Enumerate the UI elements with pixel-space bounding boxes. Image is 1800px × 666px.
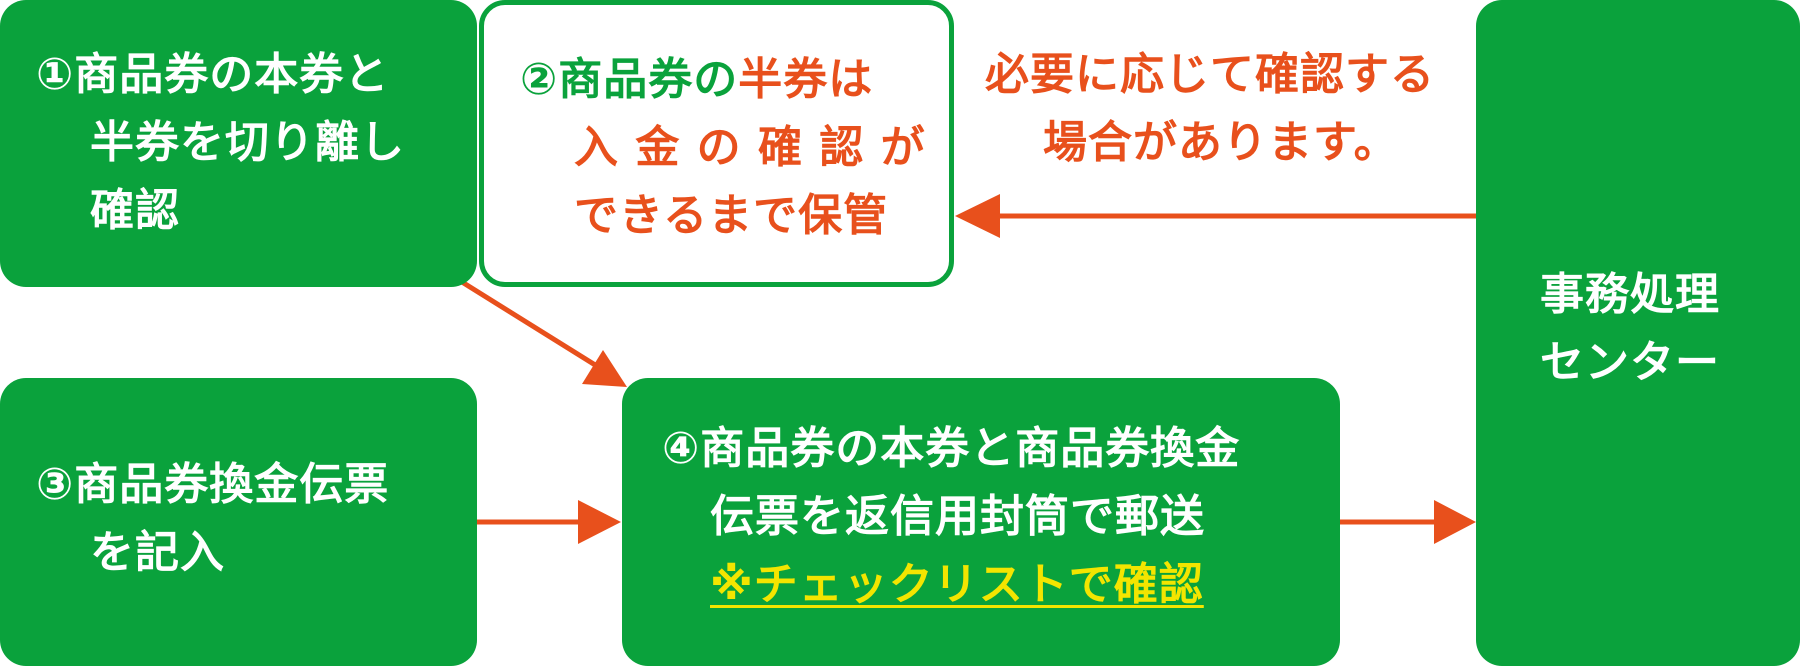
arrow-step1-to-step4 <box>460 279 627 387</box>
note-line2: 場合があります。 <box>1043 117 1399 168</box>
step1-line3: 確認 <box>90 185 180 236</box>
step3-box: ③商品券換金伝票 を記入 <box>0 378 477 666</box>
step1-line2: 半券を切り離し <box>90 117 405 168</box>
processing-center-box: 事務処理 センター <box>1476 0 1800 666</box>
step1-line1: ①商品券の本券と <box>36 49 390 100</box>
step1-box: ①商品券の本券と 半券を切り離し 確認 <box>0 0 477 287</box>
step4-line2: 伝票を返信用封筒で郵送 <box>710 491 1205 542</box>
step3-line1: ③商品券換金伝票 <box>36 459 390 510</box>
step2-line3: できるまで保管 <box>574 190 889 241</box>
arrow-center-to-step2 <box>955 194 1476 238</box>
checklist-note: ※チェックリストで確認 <box>710 559 1204 610</box>
step4-line1: ④商品券の本券と商品券換金 <box>662 423 1241 474</box>
step2-line2: 入 金 の 確 認 が <box>574 122 926 173</box>
arrow-step4-to-center <box>1340 500 1476 544</box>
center-line2: センター <box>1540 337 1720 388</box>
step2-box: ②商品券の半券は 入 金 の 確 認 が できるまで保管 <box>479 0 954 287</box>
step2-line1-prefix: ②商品券の <box>520 54 739 105</box>
note-line1: 必要に応じて確認する <box>985 49 1435 100</box>
step2-line1: ②商品券の半券は <box>520 47 873 113</box>
step3-line2: を記入 <box>90 527 225 578</box>
step2-line1-highlight: 半券は <box>738 54 874 105</box>
step4-box: ④商品券の本券と商品券換金 伝票を返信用封筒で郵送 ※チェックリストで確認 <box>622 378 1340 666</box>
center-line1: 事務処理 <box>1540 269 1720 320</box>
arrow-step3-to-step4 <box>476 500 621 544</box>
